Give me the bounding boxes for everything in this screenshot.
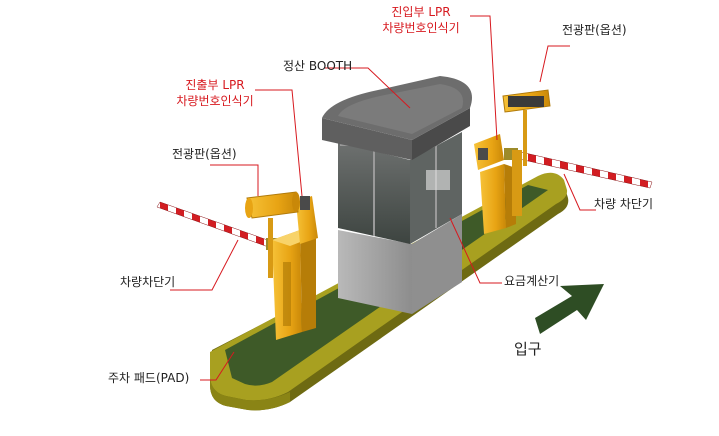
entrance-label: 입구: [514, 340, 542, 358]
display-board-left-label: 전광판(옵션): [172, 147, 237, 161]
entry-lpr-unit: [474, 134, 522, 234]
parking-pad-label: 주차 패드(PAD): [108, 371, 190, 385]
leader-barrier-right: [563, 173, 596, 211]
entry-lpr-label: 진입부 LPR 차량번호인식기: [374, 4, 468, 36]
leader-entry-lpr: [470, 15, 498, 141]
entrance-arrow-icon: [535, 284, 604, 334]
exit-lpr-label-line2: 차량번호인식기: [176, 94, 254, 108]
booth-label: 정산 BOOTH: [283, 59, 353, 73]
leader-display-right: [539, 45, 570, 83]
leader-exit-lpr: [255, 89, 303, 197]
entry-lpr-label-line1: 진입부 LPR: [391, 5, 451, 19]
exit-lpr-label: 진출부 LPR 차량번호인식기: [168, 77, 262, 109]
fee-calculator-label: 요금계산기: [504, 274, 560, 288]
exit-lpr-unit: [272, 196, 318, 340]
barrier-left-label: 차량차단기: [120, 275, 176, 289]
entry-lpr-label-line2: 차량번호인식기: [382, 21, 460, 35]
exit-lpr-label-line1: 진출부 LPR: [185, 78, 245, 92]
barrier-right-label: 차량 차단기: [594, 197, 654, 211]
leader-barrier-left: [170, 239, 239, 291]
display-board-right-label: 전광판(옵션): [562, 23, 627, 37]
leader-booth: [325, 67, 411, 109]
booth: [322, 76, 472, 314]
leader-lines: [170, 15, 596, 381]
leader-pad: [200, 351, 235, 381]
display-board-left: [245, 191, 300, 278]
leader-display-left: [210, 164, 259, 196]
display-board-right: [502, 89, 551, 166]
leader-fee-calculator: [449, 217, 502, 284]
